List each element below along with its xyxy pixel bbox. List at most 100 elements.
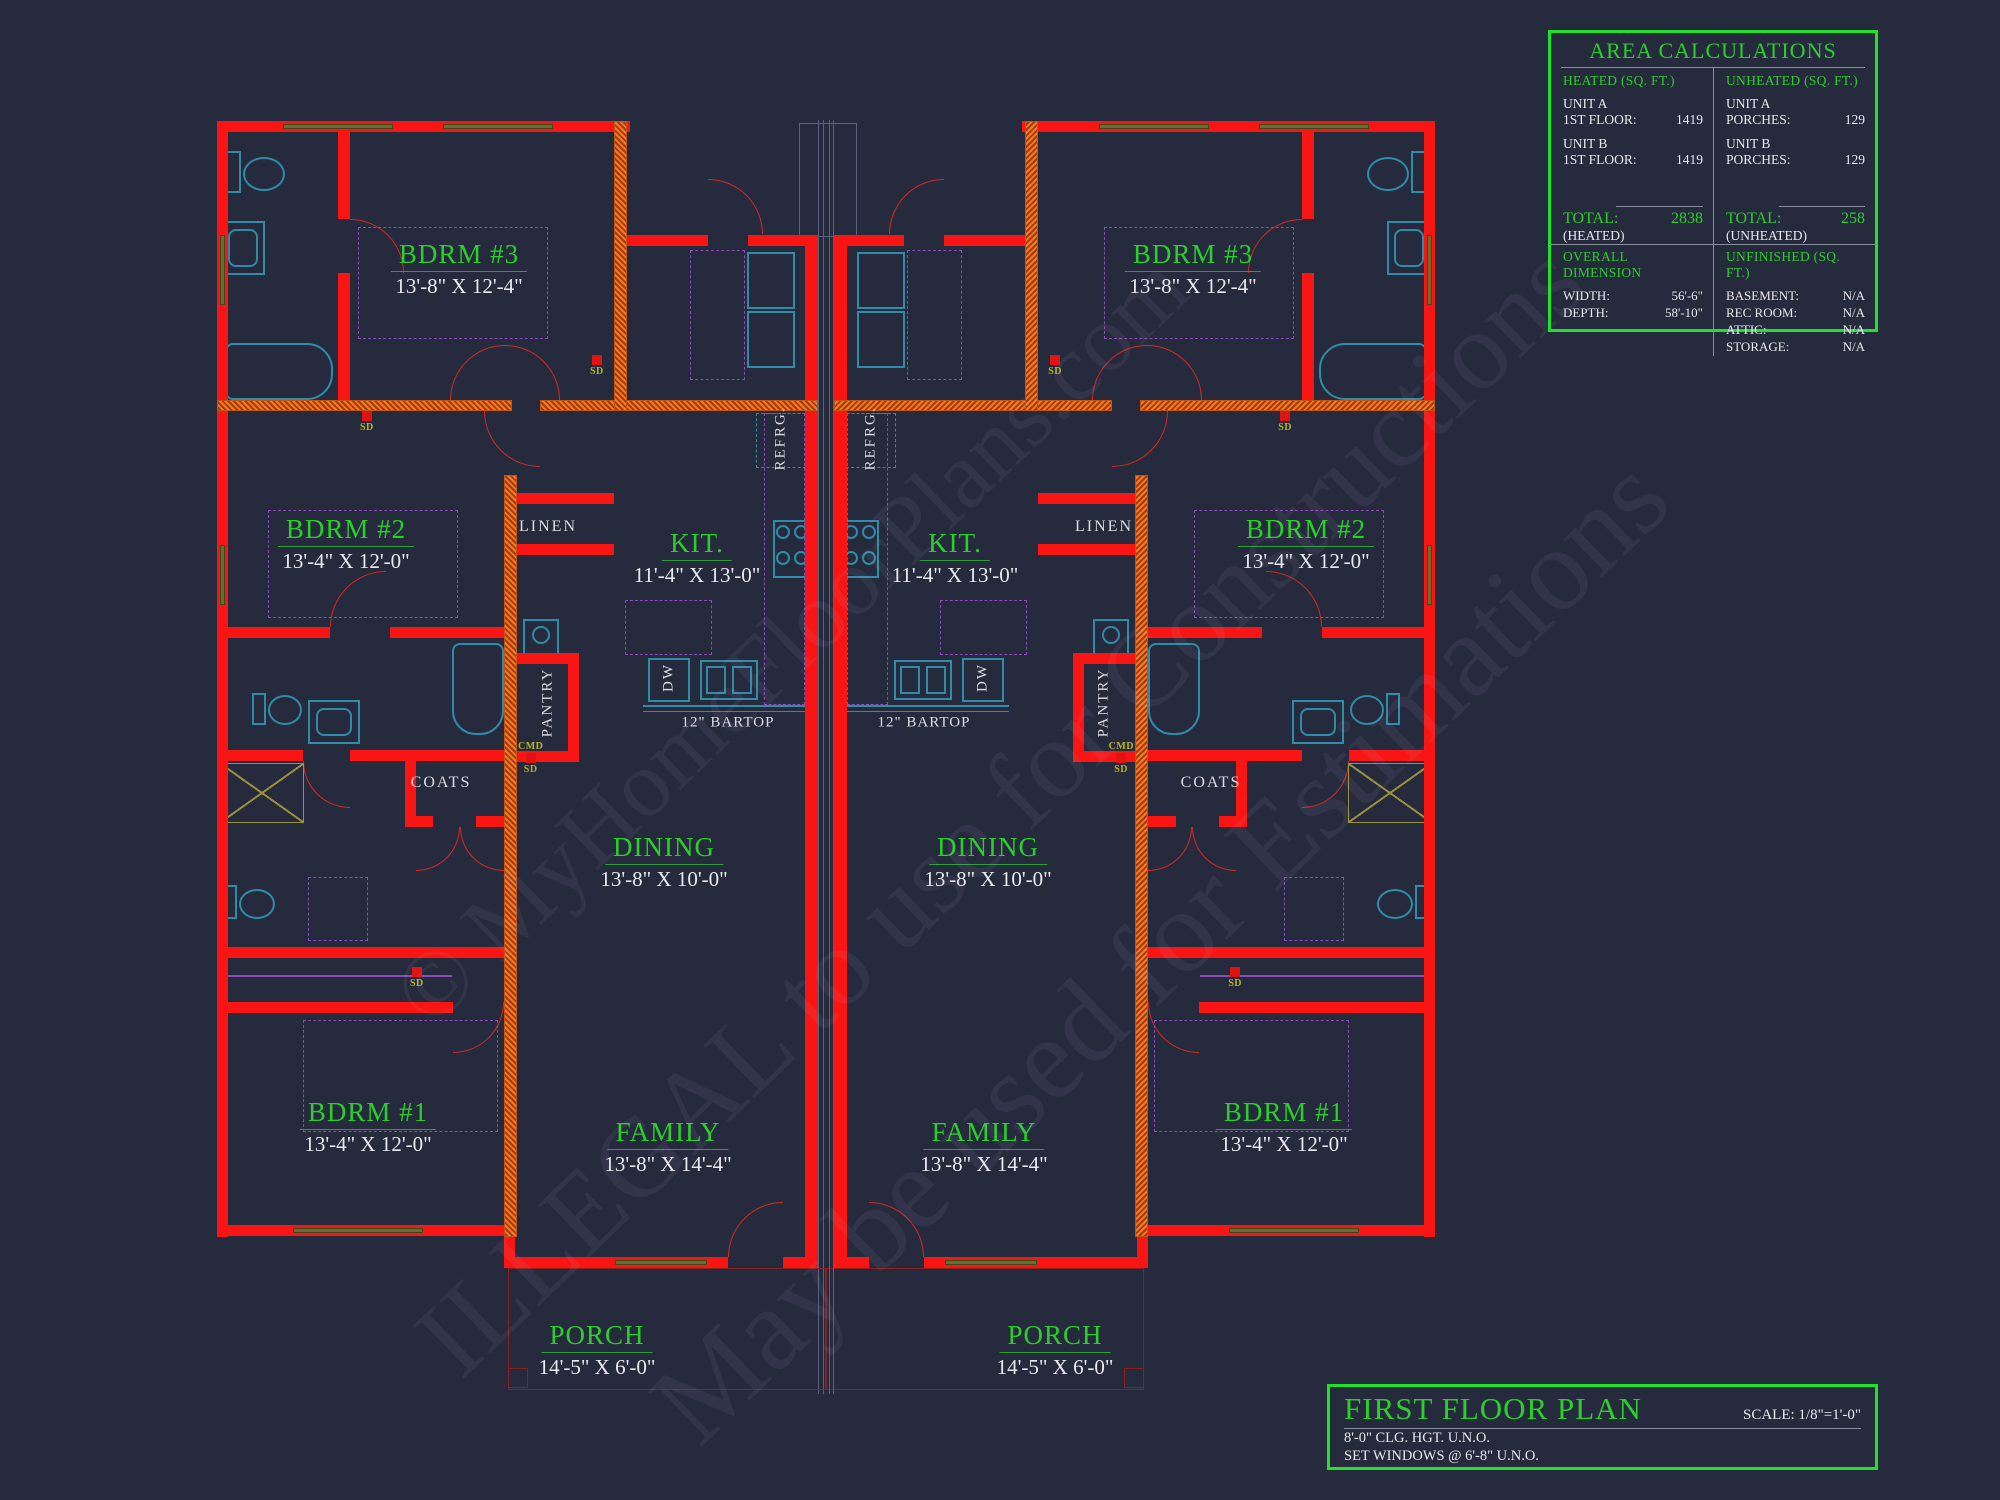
wall bbox=[1148, 816, 1176, 827]
wall bbox=[517, 544, 614, 555]
door-arc bbox=[416, 827, 460, 871]
unfinished-header: UNFINISHED (SQ. FT.) bbox=[1726, 249, 1841, 280]
pantry-label: PANTRY bbox=[539, 667, 556, 738]
toilet-fixture bbox=[243, 157, 285, 191]
title-block: FIRST FLOOR PLAN SCALE: 1/8"=1'-0" 8'-0"… bbox=[1327, 1384, 1878, 1470]
wall bbox=[517, 751, 579, 762]
value: 1419 bbox=[1676, 151, 1703, 167]
wall-hatched bbox=[540, 400, 818, 411]
cmd-smoke-detector-marker: CMD SD bbox=[518, 741, 544, 775]
door-arc bbox=[708, 179, 763, 234]
door-arc bbox=[505, 345, 560, 400]
wall bbox=[748, 235, 805, 246]
wall bbox=[1038, 493, 1135, 504]
door-arc bbox=[728, 1202, 783, 1257]
door-arc bbox=[1112, 411, 1168, 467]
wall bbox=[1038, 544, 1135, 555]
room-label-dining: DINING 13'-8" X 10'-0" bbox=[600, 832, 727, 892]
wall bbox=[217, 627, 330, 638]
overall-dimension-column: OVERALL DIMENSION WIDTH: 56'-6" DEPTH: 5… bbox=[1551, 245, 1713, 356]
room-label-bdrm3: BDRM #3 13'-8" X 12'-4" bbox=[1124, 239, 1262, 299]
wall bbox=[1148, 947, 1435, 958]
porch-outline bbox=[508, 1268, 826, 1390]
coats-label: COATS bbox=[1180, 774, 1242, 791]
smoke-detector-icon bbox=[591, 355, 602, 365]
party-wall bbox=[834, 235, 847, 1268]
room-label-family: FAMILY 13'-8" X 14'-4" bbox=[920, 1117, 1048, 1177]
burner-icon bbox=[776, 551, 790, 565]
wall bbox=[834, 1257, 869, 1268]
wall bbox=[338, 131, 350, 219]
party-wall bbox=[805, 235, 818, 1268]
linen-label: LINEN bbox=[1075, 518, 1133, 535]
window bbox=[1427, 235, 1432, 305]
window bbox=[443, 124, 553, 129]
wall bbox=[390, 627, 504, 638]
wall bbox=[1302, 273, 1314, 400]
coats-label: COATS bbox=[410, 774, 472, 791]
table-row: UNIT A 1ST FLOOR: 1419 bbox=[1563, 96, 1703, 127]
divider bbox=[1616, 206, 1703, 207]
room-label-kitchen: KIT. 11'-4" X 13'-0" bbox=[892, 528, 1018, 588]
drawing-title: FIRST FLOOR PLAN bbox=[1344, 1391, 1642, 1426]
door-arc bbox=[303, 761, 350, 808]
toilet-fixture bbox=[1350, 695, 1384, 725]
table-row: REC ROOM: N/A bbox=[1726, 305, 1865, 320]
room-dims: 13'-8" X 14'-4" bbox=[920, 1152, 1048, 1176]
tub-fixture bbox=[1319, 343, 1427, 400]
window bbox=[220, 235, 225, 305]
wall bbox=[1302, 131, 1314, 219]
bed-outline bbox=[303, 1020, 498, 1132]
shower-pan bbox=[228, 229, 258, 267]
wall-hatched bbox=[1135, 475, 1148, 1237]
sink-basin bbox=[732, 666, 752, 694]
room-name: PORCH bbox=[999, 1320, 1111, 1353]
wall bbox=[1322, 627, 1435, 638]
vanity-sink bbox=[316, 708, 352, 736]
sink-basin bbox=[926, 666, 946, 694]
wall-hatched bbox=[614, 121, 627, 411]
area-calculations-panel: AREA CALCULATIONS HEATED (SQ. FT.) UNIT … bbox=[1548, 30, 1878, 356]
wall bbox=[1199, 1002, 1435, 1013]
table-row: BASEMENT: N/A bbox=[1726, 288, 1865, 303]
smoke-detector-marker: SD bbox=[1228, 967, 1242, 989]
table-row: DEPTH: 58'-10" bbox=[1563, 305, 1703, 320]
value: 1419 bbox=[1676, 111, 1703, 127]
wall bbox=[568, 653, 579, 762]
dishwasher-label: DW bbox=[974, 663, 991, 692]
value: 129 bbox=[1844, 111, 1865, 127]
dryer-fixture bbox=[857, 311, 905, 368]
dryer-fixture bbox=[747, 311, 795, 368]
window bbox=[293, 1228, 423, 1233]
divider bbox=[1778, 206, 1865, 207]
room-dims: 13'-8" X 10'-0" bbox=[600, 867, 728, 891]
tub-fixture bbox=[225, 343, 333, 400]
unit-a: BDRM #3 13'-8" X 12'-4" BDRM #2 13'-4" X… bbox=[208, 115, 826, 1399]
room-name: BDRM #2 bbox=[1237, 514, 1375, 547]
dishwasher-label: DW bbox=[660, 663, 677, 692]
wall bbox=[783, 1257, 818, 1268]
window bbox=[1259, 124, 1369, 129]
party-wall-channel bbox=[818, 120, 834, 1394]
door-arc bbox=[1147, 345, 1202, 400]
wall bbox=[217, 121, 228, 1237]
table-row: STORAGE: N/A bbox=[1726, 339, 1865, 354]
wall-hatched bbox=[1025, 121, 1038, 411]
ceiling-note: 8'-0" CLG. HGT. U.N.O. bbox=[1344, 1430, 1490, 1446]
door-arc bbox=[1302, 761, 1349, 808]
toilet-fixture bbox=[239, 889, 275, 919]
table-row: UNIT B PORCHES: 129 bbox=[1726, 136, 1865, 167]
wall bbox=[1219, 816, 1247, 827]
table-row: ATTIC: N/A bbox=[1726, 322, 1865, 337]
wall bbox=[217, 947, 504, 958]
unheated-column: UNHEATED (SQ. FT.) UNIT A PORCHES: 129 U… bbox=[1713, 68, 1875, 244]
toilet-fixture bbox=[1377, 889, 1413, 919]
unheated-total-sub: (UNHEATED) bbox=[1726, 228, 1807, 243]
wall-hatched bbox=[1140, 400, 1435, 411]
smoke-detector-icon bbox=[361, 411, 372, 421]
room-name: FAMILY bbox=[923, 1117, 1045, 1150]
porch-post bbox=[508, 1368, 528, 1388]
closet-x bbox=[220, 763, 304, 823]
heated-total-sub: (HEATED) bbox=[1563, 228, 1625, 243]
smoke-detector-marker: SD bbox=[1278, 411, 1292, 433]
